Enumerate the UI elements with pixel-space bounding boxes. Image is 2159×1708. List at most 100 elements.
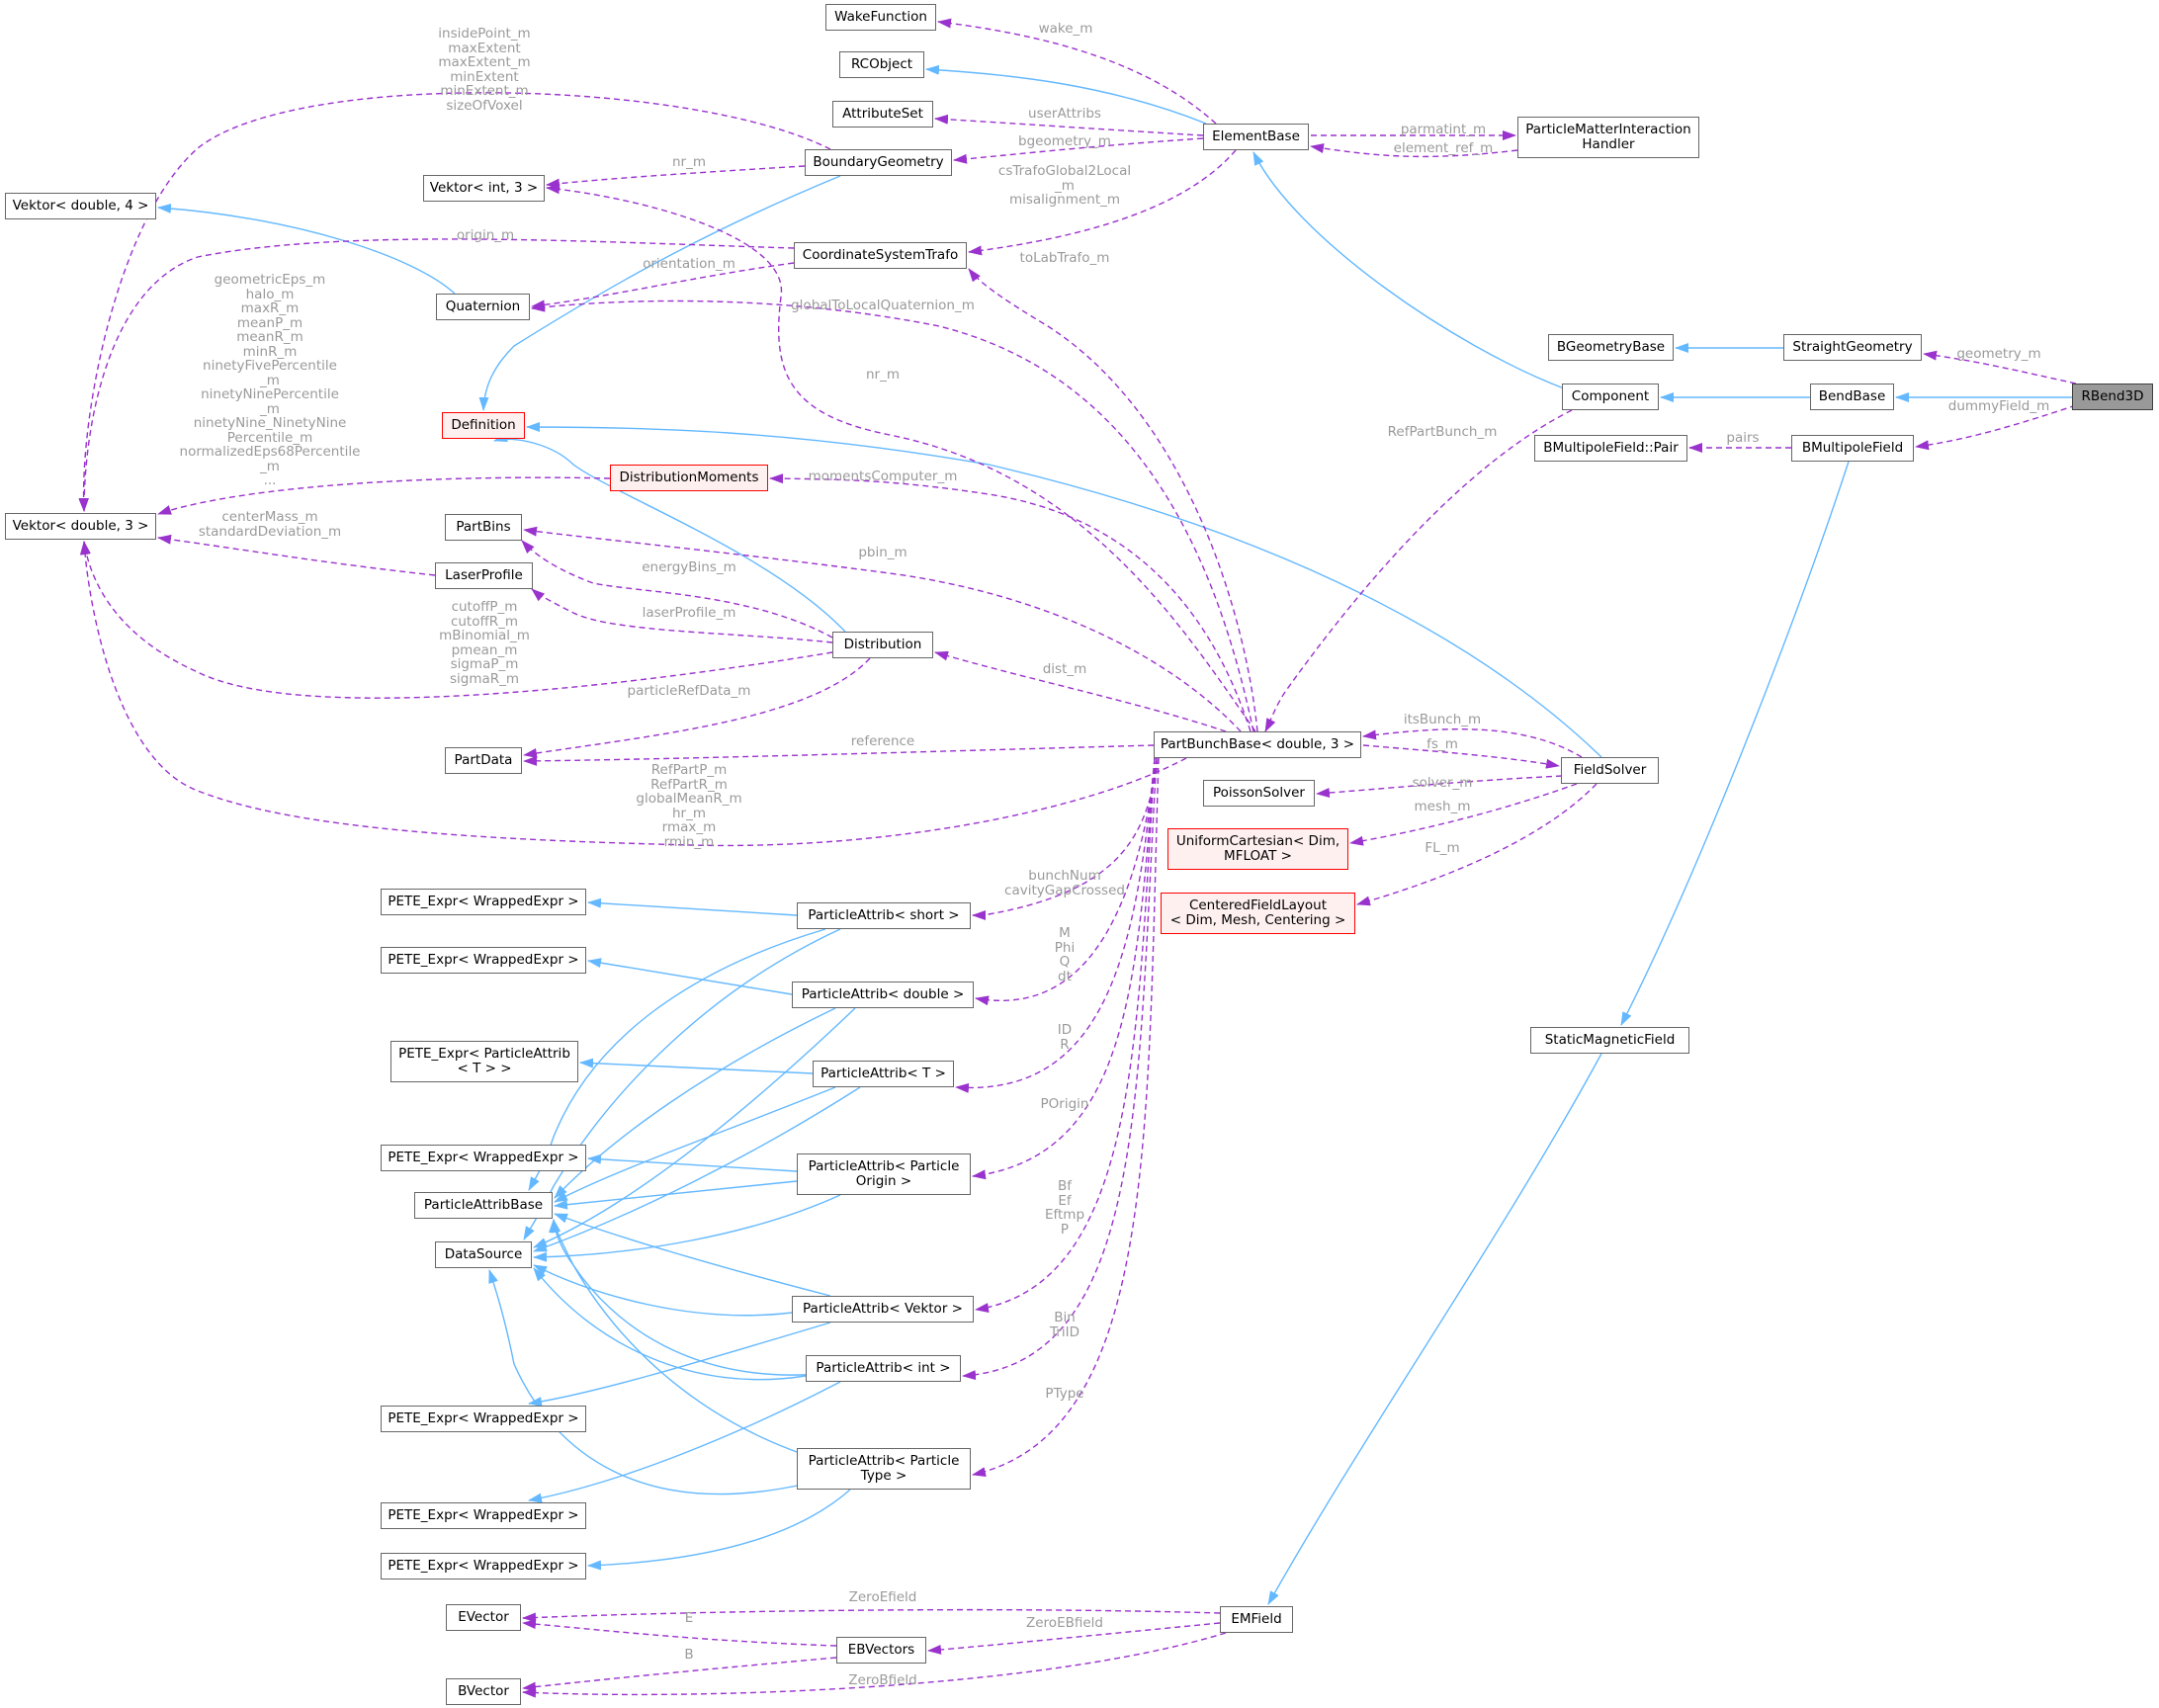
edge-coordsys-vektor-d3 [79,238,795,512]
edge-patype-pete6 [587,1489,851,1571]
node-partbunchbase[interactable]: PartBunchBase< double, 3 > [1154,731,1361,758]
edge-fieldsolver-partbunchbase [1362,728,1583,758]
label-wake-m: wake_m [1038,21,1093,37]
edge-partbunchbase-distribution [934,650,1227,732]
node-quaternion[interactable]: Quaternion [436,294,530,320]
edge-component-elementbase [1252,151,1565,389]
node-pete-expr-2[interactable]: PETE_Expr< WrappedExpr > [381,947,586,974]
edge-quaternion-vektor-d4 [157,203,456,295]
node-pete-expr-3[interactable]: PETE_Expr< WrappedExpr > [381,1145,586,1171]
node-pete-expr-5[interactable]: PETE_Expr< WrappedExpr > [381,1502,586,1529]
edge-partbunchbase-vektor-int3 [546,184,1256,732]
label-energybins-m: energyBins_m [642,559,736,575]
label-laserprofile-m: laserProfile_m [642,605,736,621]
node-bendbase[interactable]: BendBase [1810,384,1894,410]
node-pete-expr-particleattrib[interactable]: PETE_Expr< ParticleAttrib < T > > [390,1041,578,1082]
node-centeredfieldlayout[interactable]: CenteredFieldLayout < Dim, Mesh, Centeri… [1161,893,1355,934]
node-ebvectors[interactable]: EBVectors [836,1637,926,1664]
node-bvector[interactable]: BVector [446,1678,521,1705]
label-b: B [684,1647,694,1663]
label-pairs: pairs [1726,430,1760,446]
label-centermass-m: centerMass_m standardDeviation_m [198,509,342,540]
node-vektor-double-4[interactable]: Vektor< double, 4 > [5,193,156,219]
edge-pat-petepa [579,1058,814,1074]
node-bmultipolefield[interactable]: BMultipoleField [1791,435,1914,462]
label-cutoffp-m: cutoffP_m cutoffR_m mBinomial_m pmean_m … [439,599,530,687]
node-distributionmoments[interactable]: DistributionMoments [610,465,768,491]
edge-partbunchbase-vektor-d3 [79,541,1187,847]
node-pete-expr-1[interactable]: PETE_Expr< WrappedExpr > [381,889,586,915]
label-solver-m: solver_m [1412,775,1473,791]
edge-padouble-pete2 [587,958,793,995]
label-porigin: POrigin [1040,1096,1089,1112]
node-boundarygeometry[interactable]: BoundaryGeometry [805,149,952,176]
edge-ebvectors-bvector [522,1657,837,1692]
edge-elementbase-attributeset [934,114,1204,136]
node-component[interactable]: Component [1562,384,1659,410]
node-emfield[interactable]: EMField [1220,1606,1293,1633]
node-partbins[interactable]: PartBins [445,514,522,541]
edge-ebvectors-evector [522,1619,837,1647]
label-zeroebfield: ZeroEBfield [1026,1615,1103,1631]
edge-emfield-ebvectors [927,1622,1221,1655]
node-bgeometrybase[interactable]: BGeometryBase [1548,334,1674,361]
edge-partbunchbase-padouble [975,757,1158,1006]
label-userattribs: userAttribs [1028,106,1101,122]
node-coordinatesystemtrafo[interactable]: CoordinateSystemTrafo [794,242,967,269]
edge-elementbase-boundarygeometry [953,137,1204,164]
edge-patype-pabase [551,1219,831,1464]
edge-component-partbunchbase [1264,409,1573,732]
node-evector[interactable]: EVector [446,1604,521,1631]
node-datasource[interactable]: DataSource [435,1241,532,1268]
node-straightgeometry[interactable]: StraightGeometry [1783,334,1922,361]
node-rcobject[interactable]: RCObject [839,51,924,78]
node-laserprofile[interactable]: LaserProfile [435,562,533,589]
label-ptype: PType [1045,1386,1084,1402]
edge-partbunchbase-distmoments [769,473,1252,732]
node-elementbase[interactable]: ElementBase [1203,124,1309,150]
label-refpartp-m: RefPartP_m RefPartR_m globalMeanR_m hr_m… [636,762,742,850]
label-nr-m-mid: nr_m [865,367,901,383]
edge-partbunchbase-pat [955,757,1156,1093]
node-vektor-double-3[interactable]: Vektor< double, 3 > [5,513,156,540]
node-particleattrib-int[interactable]: ParticleAttrib< int > [806,1355,961,1382]
node-fieldsolver[interactable]: FieldSolver [1561,757,1659,784]
label-nr-m-top: nr_m [671,154,707,170]
node-attributeset[interactable]: AttributeSet [832,101,933,128]
node-vektor-int-3[interactable]: Vektor< int, 3 > [423,175,545,202]
node-bmultipolefield-pair[interactable]: BMultipoleField::Pair [1534,435,1687,462]
node-particleattribbase[interactable]: ParticleAttribBase [414,1192,553,1219]
label-bf-ef-eftmp-p: Bf Ef Eftmp P [1044,1178,1085,1238]
edge-pashort-pete1 [587,897,798,916]
node-distribution[interactable]: Distribution [832,632,933,658]
edge-pavektor-pete4 [528,1322,831,1407]
edge-paint-pabase [549,1219,821,1376]
node-particleattrib-particleorigin[interactable]: ParticleAttrib< Particle Origin > [797,1153,971,1195]
edge-particlematter-elementbase [1310,143,1518,158]
node-wakefunction[interactable]: WakeFunction [825,4,936,31]
node-pete-expr-4[interactable]: PETE_Expr< WrappedExpr > [381,1406,586,1432]
label-zerobfield: ZeroBfield [848,1672,917,1688]
node-pete-expr-6[interactable]: PETE_Expr< WrappedExpr > [381,1553,586,1580]
edge-emfield-bvector [522,1632,1227,1698]
node-particlematterinteractionhandler[interactable]: ParticleMatterInteraction Handler [1517,117,1699,158]
edge-rbend3d-straightgeometry [1923,350,2077,384]
node-poissonsolver[interactable]: PoissonSolver [1203,780,1315,807]
node-definition[interactable]: Definition [442,412,525,439]
edge-fieldsolver-centeredfield [1356,783,1598,906]
node-particleattrib-double[interactable]: ParticleAttrib< double > [792,982,974,1008]
node-particleattrib-t[interactable]: ParticleAttrib< T > [813,1061,954,1087]
node-particleattrib-vektor[interactable]: ParticleAttrib< Vektor > [792,1296,974,1323]
edge-fieldsolver-uniformcartesian [1349,783,1578,846]
node-particleattrib-short[interactable]: ParticleAttrib< short > [797,902,971,929]
node-partdata[interactable]: PartData [445,747,522,774]
node-rbend3d[interactable]: RBend3D [2072,384,2153,410]
node-staticmagneticfield[interactable]: StaticMagneticField [1530,1027,1689,1054]
edge-pavektor-datasource [533,1264,793,1317]
edge-boundarygeometry-vektor-d3 [78,92,831,512]
node-uniformcartesian[interactable]: UniformCartesian< Dim, MFLOAT > [1167,828,1348,870]
node-particleattrib-particletype[interactable]: ParticleAttrib< Particle Type > [797,1448,971,1490]
edge-distribution-partbins [521,540,833,639]
edge-partbunchbase-pashort [972,757,1160,920]
